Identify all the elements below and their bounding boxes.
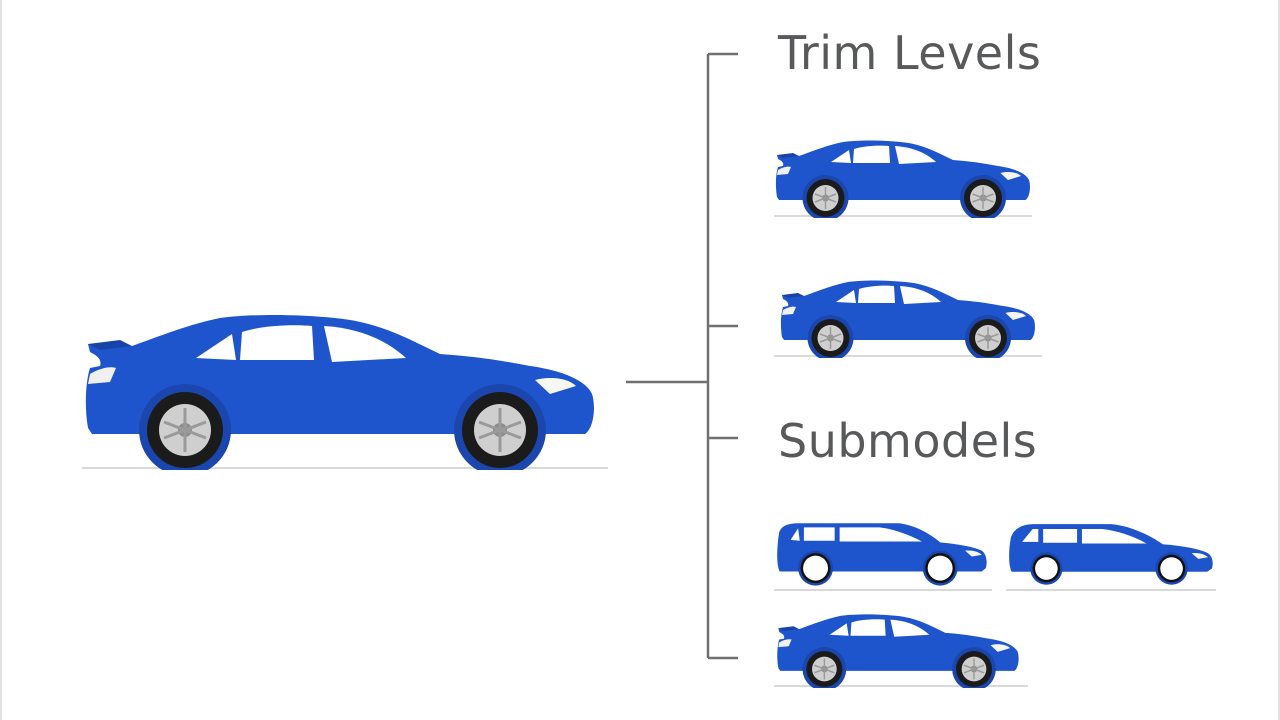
left-edge: [0, 0, 2, 720]
submodel-wagon-icon: [777, 523, 987, 586]
submodels-heading: Submodels: [778, 414, 1038, 468]
tree-connector: [626, 52, 738, 660]
main-car-icon: [84, 313, 596, 470]
submodel-hatchback-icon: [1009, 524, 1213, 585]
trim-car-icon-1: [775, 139, 1031, 218]
submodel-sedan-icon: [776, 613, 1020, 688]
trim-levels-heading: Trim Levels: [778, 26, 1042, 80]
right-edge: [1278, 0, 1280, 720]
ground-lines: [82, 215, 1216, 687]
trim-car-icon-2: [780, 279, 1036, 358]
